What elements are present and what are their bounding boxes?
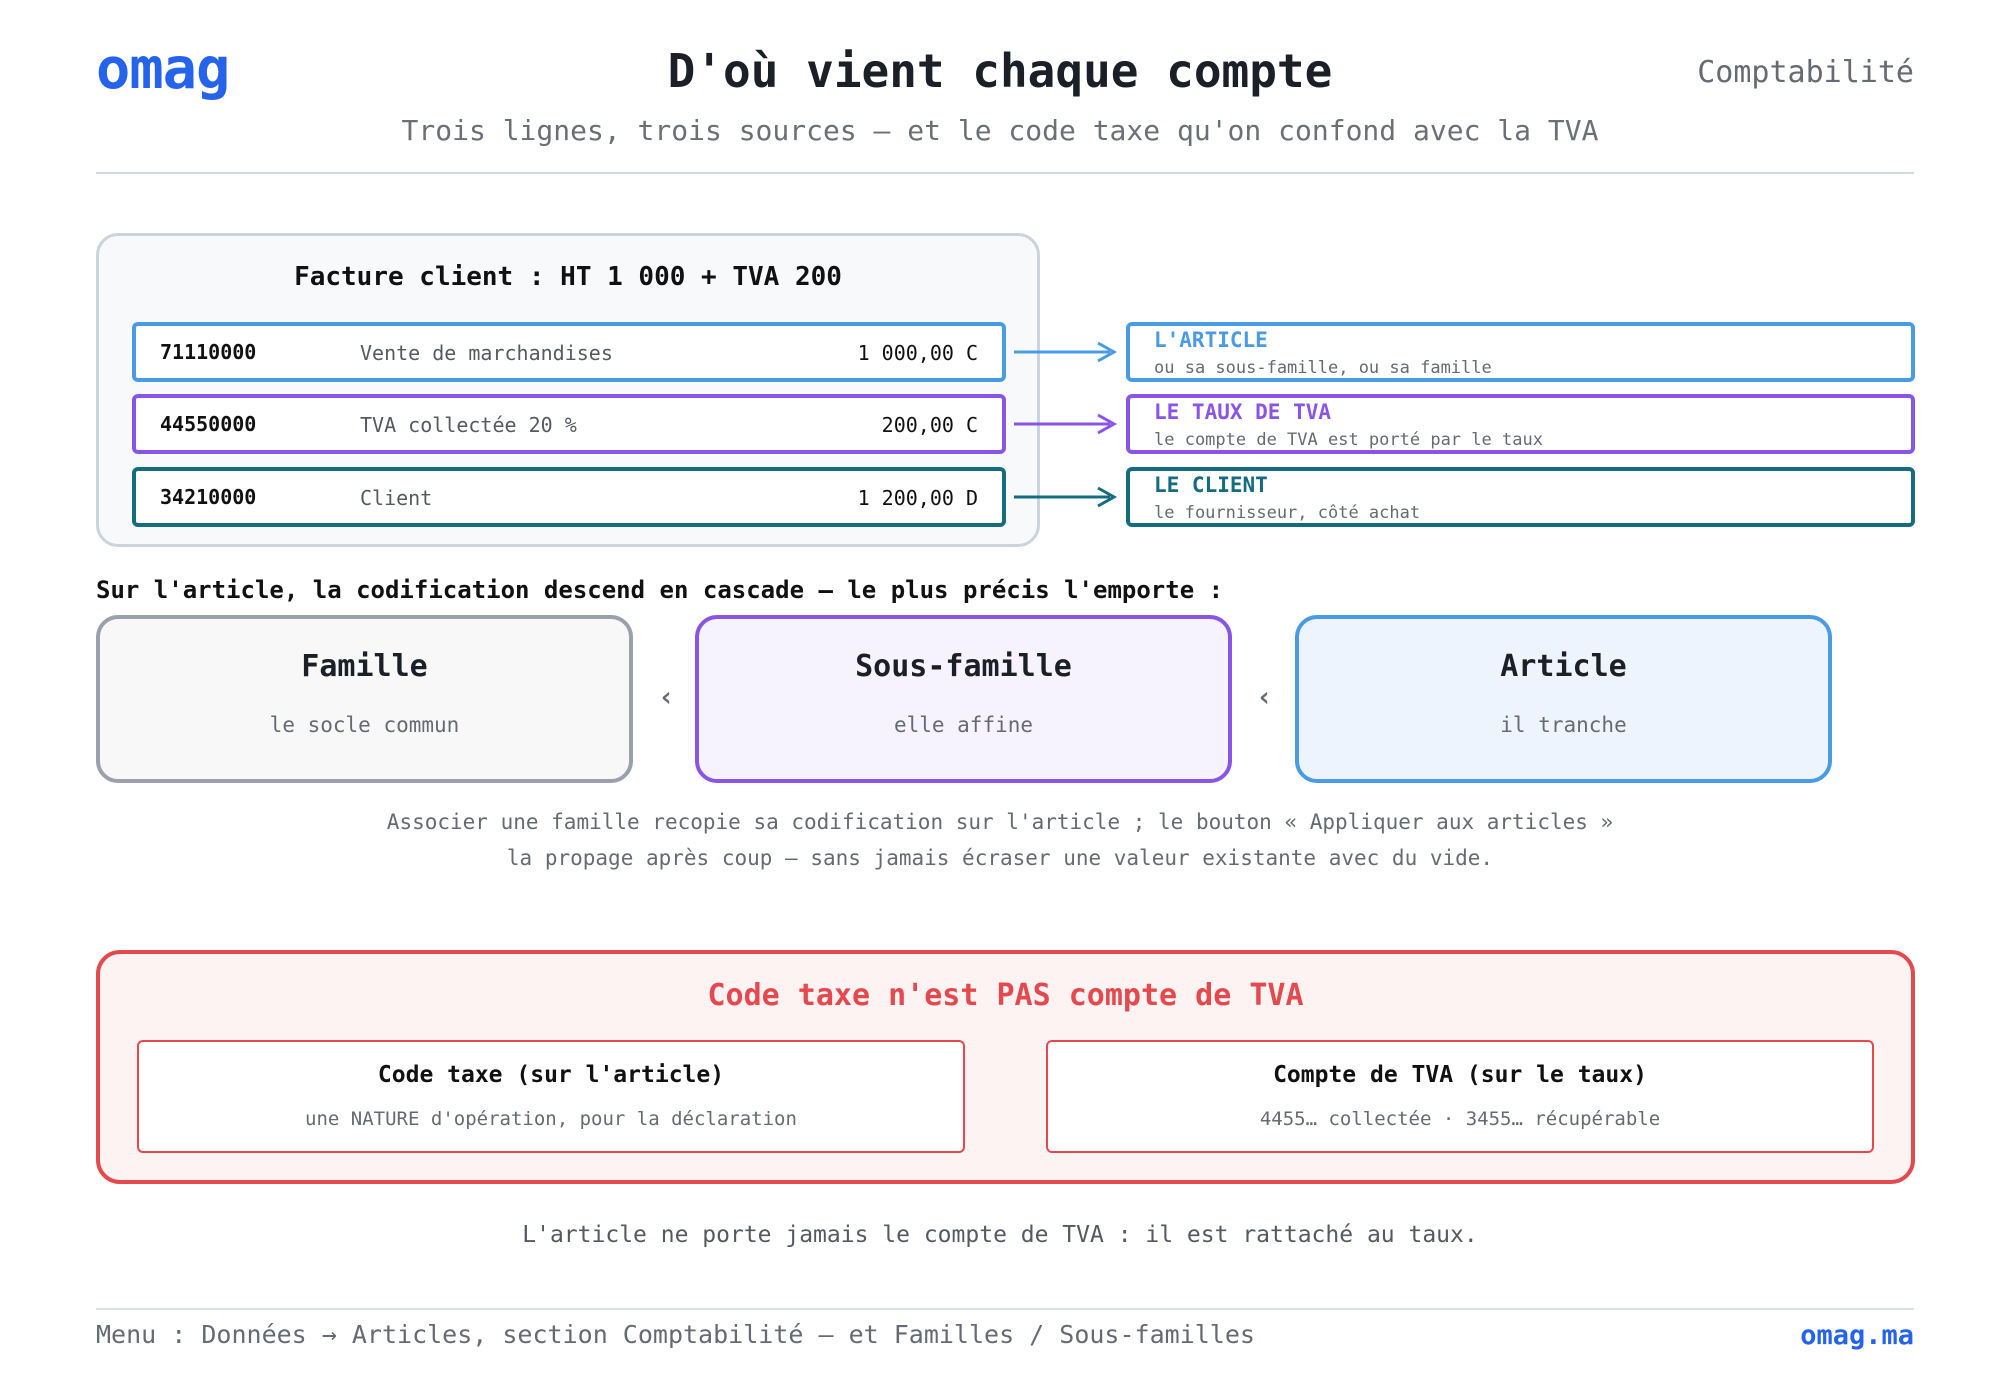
invoice-row-sales: 71110000 Vente de marchandises 1 000,00 … [132, 322, 1006, 382]
source-subtitle: le compte de TVA est porté par le taux [1154, 430, 1543, 450]
chevron-left-icon: ‹ [1256, 680, 1273, 713]
tax-card-subtitle: 4455… collectée · 3455… récupérable [1259, 1108, 1661, 1130]
account-label: Vente de marchandises [360, 341, 613, 365]
footer-menu-path: Menu : Données → Articles, section Compt… [96, 1320, 1255, 1349]
account-amount: 1 000,00 C [857, 341, 978, 365]
tax-card-title: Code taxe (sur l'article) [377, 1062, 725, 1088]
logo: omag [96, 36, 230, 102]
invoice-title: Facture client : HT 1 000 + TVA 200 [294, 262, 842, 292]
header-divider [96, 172, 1914, 174]
source-subtitle: ou sa sous-famille, ou sa famille [1154, 358, 1492, 378]
level-sous-famille: Sous-famille elle affine [695, 615, 1232, 783]
arrow-right-icon [1014, 341, 1118, 363]
account-amount: 200,00 C [881, 413, 978, 437]
account-label: TVA collectée 20 % [360, 413, 577, 437]
level-name: Sous-famille [855, 649, 1072, 684]
tax-warning-title: Code taxe n'est PAS compte de TVA [707, 978, 1304, 1013]
source-article: L'ARTICLE ou sa sous-famille, ou sa fami… [1126, 322, 1915, 382]
source-tva-rate: LE TAUX DE TVA le compte de TVA est port… [1126, 394, 1915, 454]
account-number: 71110000 [160, 340, 257, 364]
cascade-note-line-1: Associer une famille recopie sa codifica… [386, 810, 1614, 834]
tva-account-card: Compte de TVA (sur le taux) 4455… collec… [1046, 1040, 1874, 1153]
level-description: le socle commun [269, 713, 460, 737]
tax-footnote: L'article ne porte jamais le compte de T… [522, 1222, 1478, 1248]
level-article: Article il tranche [1295, 615, 1832, 783]
tax-code-card: Code taxe (sur l'article) une NATURE d'o… [137, 1040, 965, 1153]
page-subtitle: Trois lignes, trois sources — et le code… [401, 114, 1599, 147]
page-title: D'où vient chaque compte [667, 44, 1333, 98]
cascade-note-line-2: la propage après coup — sans jamais écra… [506, 846, 1494, 870]
footer-site-link[interactable]: omag.ma [1800, 1320, 1914, 1351]
source-subtitle: le fournisseur, côté achat [1154, 503, 1421, 523]
source-title: L'ARTICLE [1154, 328, 1268, 352]
account-amount: 1 200,00 D [857, 486, 978, 510]
footer-divider [96, 1308, 1914, 1310]
level-name: Famille [301, 649, 428, 684]
chevron-left-icon: ‹ [658, 680, 675, 713]
tax-card-title: Compte de TVA (sur le taux) [1273, 1062, 1647, 1088]
cascade-intro: Sur l'article, la codification descend e… [96, 576, 1224, 604]
level-description: elle affine [893, 713, 1034, 737]
source-title: LE CLIENT [1154, 473, 1268, 497]
level-name: Article [1500, 649, 1627, 684]
section-label: Comptabilité [1697, 55, 1914, 90]
invoice-row-client: 34210000 Client 1 200,00 D [132, 467, 1006, 527]
invoice-row-tva: 44550000 TVA collectée 20 % 200,00 C [132, 394, 1006, 454]
arrow-right-icon [1014, 486, 1118, 508]
account-label: Client [360, 486, 433, 510]
source-title: LE TAUX DE TVA [1154, 400, 1332, 424]
account-number: 34210000 [160, 485, 257, 509]
tax-card-subtitle: une NATURE d'opération, pour la déclarat… [305, 1108, 797, 1130]
account-number: 44550000 [160, 412, 257, 436]
level-description: il tranche [1500, 713, 1627, 737]
arrow-right-icon [1014, 413, 1118, 435]
level-famille: Famille le socle commun [96, 615, 633, 783]
source-client: LE CLIENT le fournisseur, côté achat [1126, 467, 1915, 527]
